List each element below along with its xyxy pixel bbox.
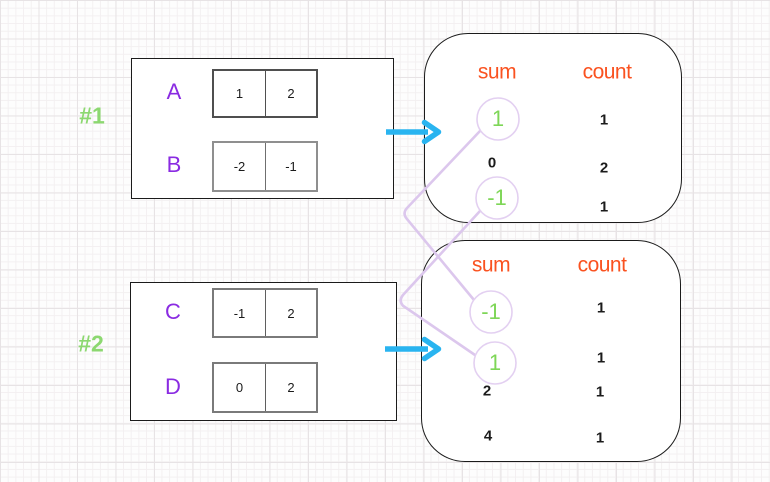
hash-sum-value: -1	[481, 299, 501, 324]
array-cell: -1	[265, 143, 316, 190]
hash-sum-value: 2	[482, 382, 492, 400]
match-connector-line	[403, 129, 482, 302]
hash-count-value: 1	[595, 429, 605, 447]
array-cell: 1	[235, 86, 244, 101]
array-cell: -2	[233, 159, 246, 174]
hash-sum-value: 0	[487, 154, 497, 172]
array-cell: 0	[235, 380, 244, 395]
array-c-cells: -1 2	[212, 288, 318, 338]
group2-sum-header: sum	[471, 253, 511, 277]
array-cell: 2	[265, 71, 316, 116]
hash-sum-value: 1	[491, 106, 505, 131]
array-cell: 2	[265, 290, 316, 336]
flow-arrow-icon	[385, 336, 442, 362]
array-b-name: B	[166, 152, 182, 177]
array-d-name: D	[165, 374, 181, 399]
flow-arrow-icon	[386, 119, 442, 145]
array-a-cells: 1 2	[212, 69, 318, 118]
hash-sum-value: 4	[483, 427, 493, 445]
array-d-cells: 0 2	[212, 362, 318, 413]
group1-sum-header: sum	[477, 60, 517, 84]
group2-hash-box	[421, 240, 681, 462]
hash-count-value: 1	[596, 299, 606, 317]
group1-label: #1	[79, 102, 105, 129]
group1-count-header: count	[582, 60, 632, 84]
match-connector-line	[399, 209, 482, 357]
highlight-circle	[469, 290, 513, 334]
hash-count-value: 1	[599, 198, 609, 216]
array-cell: 2	[265, 364, 316, 411]
array-cell: -1	[233, 305, 246, 321]
hash-count-value: 1	[595, 383, 605, 401]
hash-count-value: 1	[599, 111, 609, 129]
group2-label: #2	[78, 330, 104, 357]
hash-sum-value: -1	[487, 185, 507, 210]
array-c-name: C	[165, 299, 181, 324]
highlight-circle	[475, 176, 519, 220]
highlight-circle	[473, 341, 517, 385]
group2-count-header: count	[577, 253, 627, 277]
hash-sum-value: 1	[488, 350, 502, 375]
hash-count-value: 1	[596, 349, 606, 367]
highlight-circle	[476, 97, 520, 141]
group1-hash-box	[424, 33, 682, 223]
hash-count-value: 2	[599, 159, 609, 177]
array-a-name: A	[166, 79, 182, 104]
array-b-cells: -2 -1	[212, 141, 318, 192]
